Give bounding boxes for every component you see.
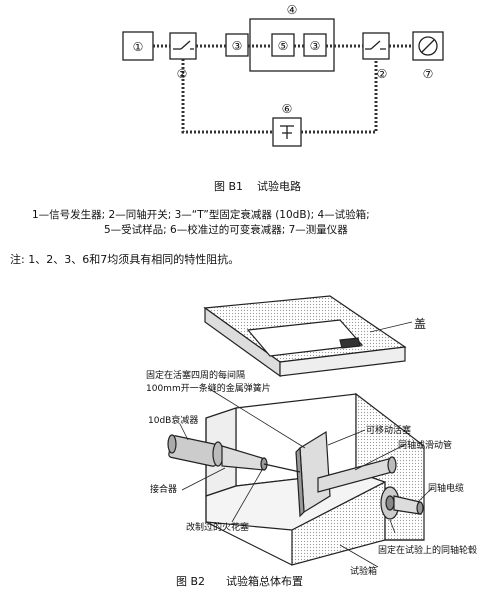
label-movable-piston: 可移动活塞	[366, 426, 412, 436]
movable-piston	[295, 430, 331, 518]
meter-box	[412, 31, 444, 61]
modified-spark-plug	[221, 445, 301, 473]
test-box-outer	[249, 18, 335, 72]
coax-hub	[380, 486, 424, 520]
figure1-legend-line1: 1—信号发生器; 2—同轴开关; 3—“T”型固定衰减器 (10dB); 4—试…	[32, 209, 370, 221]
figure2-caption-label: 图 B2	[176, 575, 206, 588]
coax-switch-right-box	[362, 32, 390, 60]
label-spring-line1: 固定在活塞四周的每间隔	[146, 371, 246, 381]
figure2-caption: 图 B2 试验箱总体布置	[176, 573, 303, 589]
label-attenuator-10db: 10dB衰减器	[148, 416, 199, 426]
marker-sample: ⑤	[278, 39, 289, 53]
marker-signal-generator: ①	[133, 40, 144, 54]
figure1-legend-line2: 5—受试样品; 6—校准过的可变衰减器; 7—测量仪器	[104, 224, 348, 236]
marker-fixed-attenuator-left: ③	[232, 39, 243, 53]
marker-test-box: ④	[287, 3, 298, 17]
meter-dial-icon	[418, 36, 438, 56]
marker-meter: ⑦	[423, 67, 434, 81]
test-box-illustration	[167, 295, 433, 568]
coax-tube	[317, 456, 397, 493]
label-connector: 接合器	[150, 485, 178, 495]
circuit-diagram: ① ② ③ ④ ⑤ ③ ② ⑥ ⑦	[122, 3, 444, 147]
label-modified-plug: 改制过的火花塞	[186, 523, 250, 533]
label-test-box: 试验箱	[350, 567, 378, 577]
label-coax-cable: 同轴电缆	[428, 484, 465, 494]
marker-switch-left: ②	[177, 67, 188, 81]
lid-slot	[246, 319, 364, 357]
coax-switch-left-box	[169, 32, 197, 60]
note-text: 注: 1、2、3、6和7均须具有相同的特性阻抗。	[10, 253, 240, 266]
figure1-caption-label: 图 B1	[214, 180, 244, 193]
marker-variable-attenuator: ⑥	[282, 102, 293, 116]
label-spring-line2: 100mm开一条缝的金属弹簧片	[146, 384, 271, 394]
label-lid: 盖	[414, 317, 427, 331]
marker-switch-right: ②	[377, 67, 388, 81]
figure2-caption-title: 试验箱总体布置	[226, 575, 304, 588]
figure1-caption: 图 B1 试验电路	[214, 178, 301, 194]
marker-fixed-attenuator-right: ③	[310, 39, 321, 53]
attenuator-10db	[167, 434, 224, 467]
label-coax-tube: 同轴或滑动管	[398, 441, 453, 451]
figure1-caption-title: 试验电路	[257, 180, 302, 193]
label-fixed-hub: 固定在试验上的同轴轮毂	[378, 546, 478, 556]
lid	[203, 295, 407, 378]
